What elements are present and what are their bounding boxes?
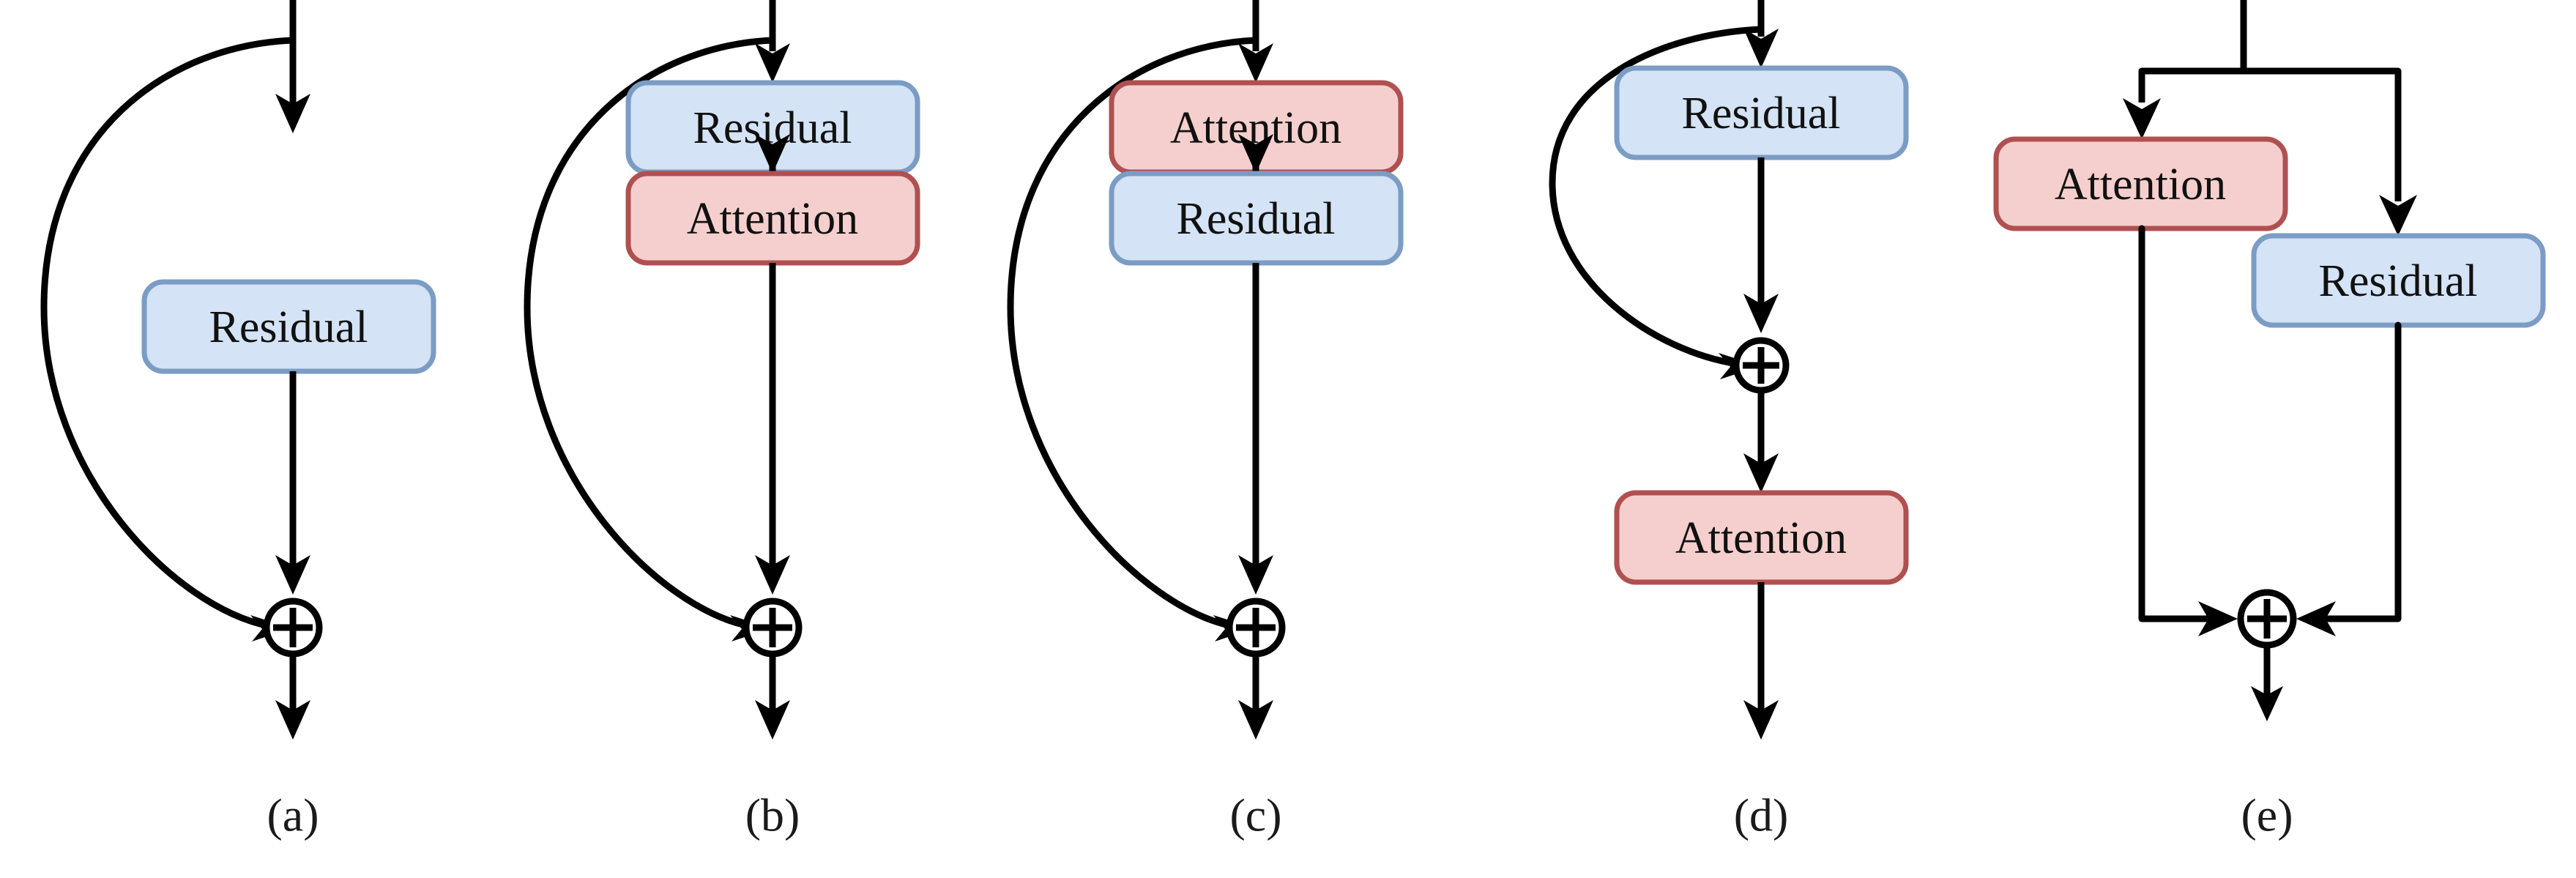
panel-e: Attention Residual (e) <box>1993 0 2546 841</box>
panel-e-attention-label: Attention <box>2055 160 2226 209</box>
panel-e-caption: (e) <box>2241 789 2293 841</box>
panel-b-caption: (b) <box>745 789 800 841</box>
panel-b-skip-connection <box>524 37 773 630</box>
panel-a-residual-box[interactable] <box>141 279 436 374</box>
panel-a: Residual (a) <box>40 0 436 841</box>
panel-a-output-arrowhead <box>275 700 310 740</box>
panel-d-input-arrowhead <box>1743 29 1779 68</box>
panel-d: Residual Attention (d) <box>1549 0 1909 841</box>
panel-e-left-merge-path <box>2138 225 2216 622</box>
panel-c-residual-to-plus-arrowhead <box>1238 555 1273 595</box>
panel-b: Residual Attention (b) <box>524 0 920 841</box>
panel-c-caption: (c) <box>1229 789 1281 841</box>
panel-e-left-branch-arrowhead <box>2123 98 2161 139</box>
panel-a-residual-label: Residual <box>209 302 368 352</box>
panel-d-caption: (d) <box>1734 789 1789 841</box>
panel-b-input-arrowhead <box>755 43 790 83</box>
panel-a-skip-connection <box>40 37 294 630</box>
panel-d-skip-connection <box>1549 26 1762 368</box>
panel-d-plus-to-attention-arrowhead <box>1743 453 1779 493</box>
panel-b-attention-to-plus-arrowhead <box>755 555 790 595</box>
panel-e-output-arrowhead <box>2251 686 2283 721</box>
panel-c-skip-connection <box>1007 37 1257 630</box>
panel-b-attention-label: Attention <box>687 194 858 244</box>
panel-e-residual-label: Residual <box>2319 256 2478 306</box>
panel-e-right-merge-arrowhead <box>2296 601 2336 636</box>
panel-d-attention-label: Attention <box>1675 513 1847 563</box>
panel-e-right-merge-path <box>2319 321 2402 622</box>
panel-d-residual-label: Residual <box>1682 89 1841 138</box>
panel-c-residual-label: Residual <box>1177 194 1336 244</box>
panel-a-box-to-plus-arrowhead <box>275 555 310 595</box>
panel-e-right-branch-arrowhead <box>2379 195 2417 236</box>
panel-c-output-arrowhead <box>1238 700 1273 740</box>
panel-a-input-arrowhead <box>275 94 310 133</box>
panel-d-output-arrowhead <box>1743 700 1779 740</box>
panel-c-input-arrowhead <box>1238 43 1273 83</box>
panel-b-residual-to-attention-arrowhead <box>755 134 790 174</box>
panel-b-output-arrowhead <box>755 700 790 740</box>
panel-c: Attention Residual (c) <box>1007 0 1404 841</box>
panel-d-residual-to-plus-arrowhead <box>1743 294 1779 333</box>
panel-e-left-merge-arrowhead <box>2198 601 2238 636</box>
panel-a-caption: (a) <box>267 789 319 841</box>
